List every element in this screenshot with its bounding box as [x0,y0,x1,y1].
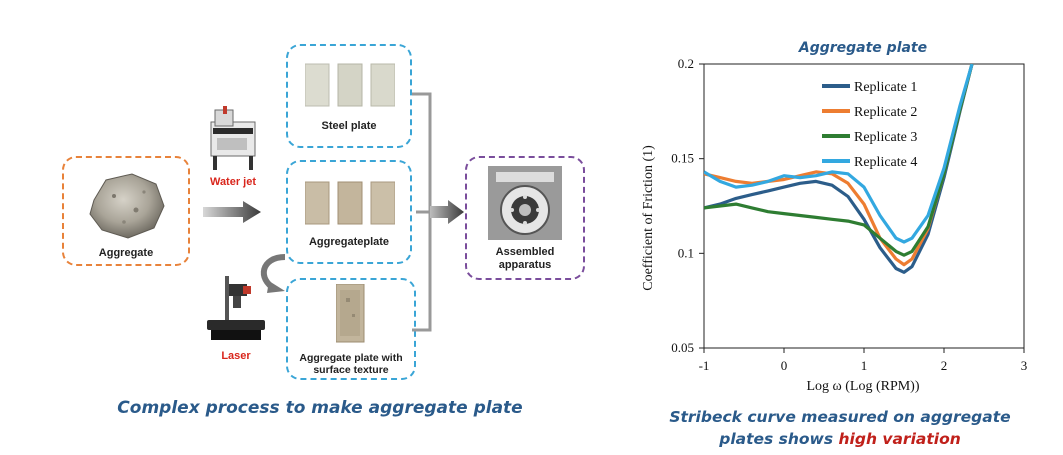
chart-caption-line2: plates shows high variation [630,430,1050,448]
legend-label-3: Replicate 3 [854,130,917,145]
aggregate-plate-box [286,160,412,264]
chart-caption-line1: Stribeck curve measured on aggregate [669,408,1011,426]
steel-plate-box [286,44,412,148]
aggregate-plate-image [305,181,395,225]
textured-plate-label-line2: surface texture [313,364,389,376]
y-tick-label: 0.1 [678,245,694,260]
legend-label-4: Replicate 4 [854,155,917,170]
aggregate-plate-label: Aggregateplate [308,236,390,248]
chart-caption-highlight: high variation [838,430,961,448]
x-tick-label: 3 [1021,358,1028,373]
x-tick-label: 1 [861,358,868,373]
y-tick-label: 0.05 [671,340,694,355]
aggregate-box [62,156,190,266]
steel-plate-label: Steel plate [321,120,377,132]
series-line-4 [704,64,974,244]
y-axis-label: Coefficient of Friction (1) [641,145,656,291]
textured-plate-image [336,284,365,343]
x-tick-label: 0 [781,358,788,373]
x-tick-label: 2 [941,358,948,373]
aggregate-label: Aggregate [98,247,154,259]
curved-arrow-icon [260,254,286,293]
textured-plate-label-line1: Aggregate plate with [299,352,403,364]
legend-label-2: Replicate 2 [854,105,917,120]
waterjet-label: Water jet [209,176,257,188]
bracket-connector [412,92,464,332]
laser-machine-image [207,276,265,340]
x-tick-label: -1 [699,358,710,373]
steel-plate-image [305,63,395,107]
assembled-label-line2: apparatus [498,259,552,271]
waterjet-machine-image [210,106,256,170]
stribeck-chart: Aggregate plate -1 0 1 2 3 0.05 0.1 0.15 0.2Repl… [641,40,1028,394]
chart-caption-prefix: plates shows [719,430,839,448]
series-line-2 [704,64,974,267]
series-line-3 [704,64,974,257]
legend-label-1: Replicate 1 [854,80,917,95]
series-line-1 [704,64,974,274]
laser-label: Laser [221,350,251,362]
aggregate-rock-image [89,173,165,239]
apparatus-image [488,166,562,240]
x-axis-label: Log ω (Log (RPM)) [806,379,919,394]
y-tick-label: 0.15 [671,151,694,166]
assembled-label-line1: Assembled [495,246,555,258]
assembled-apparatus-box [465,156,585,280]
y-tick-label: 0.2 [678,56,694,71]
arrow-to-waterjet [203,201,261,223]
process-caption: Complex process to make aggregate plate [117,398,523,418]
chart-title: Aggregate plate [798,40,927,56]
